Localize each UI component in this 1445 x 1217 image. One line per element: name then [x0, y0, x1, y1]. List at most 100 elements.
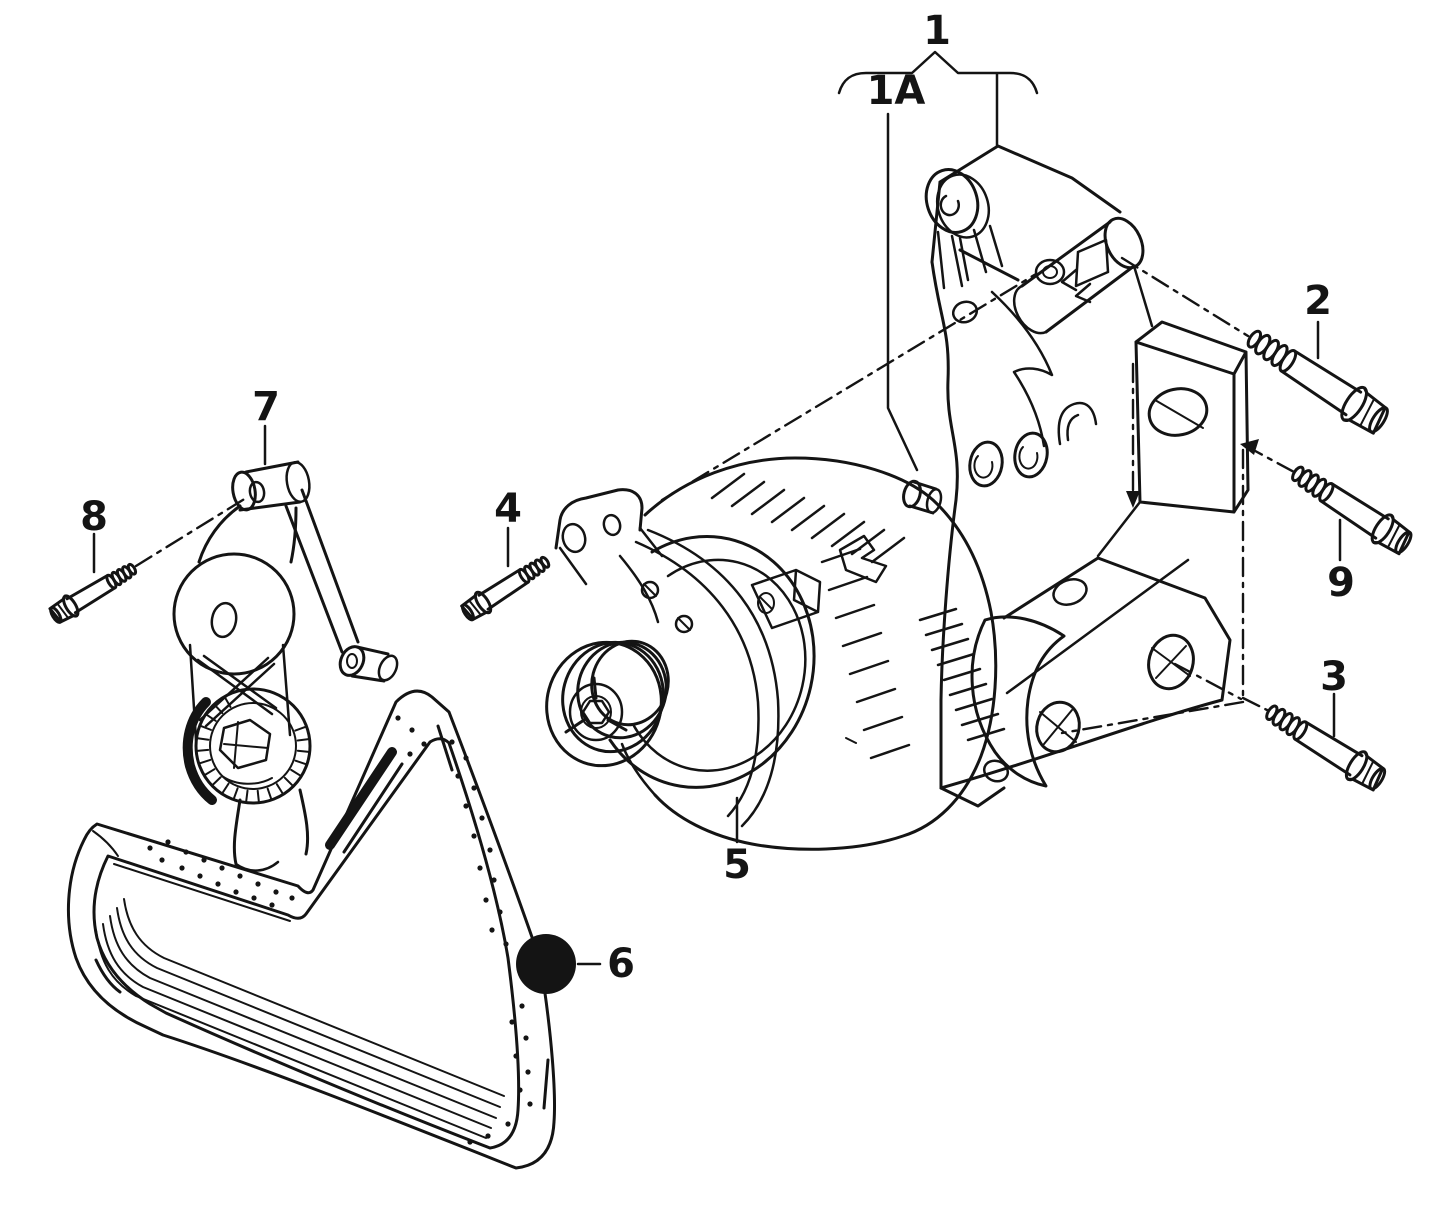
- wheel-rib-tick: [203, 768, 216, 776]
- belt-edge-double-line: [113, 863, 291, 922]
- bracket-crosshole: [1035, 700, 1081, 754]
- belt-dot: [215, 881, 221, 887]
- callout-6-dot-marker: [516, 934, 576, 994]
- belt-dot: [165, 839, 171, 845]
- alternator-cooling-fins: [710, 472, 1006, 760]
- belt-dot: [219, 865, 225, 871]
- tensioner-boss-cap: [231, 470, 257, 512]
- belt-shading: [325, 747, 397, 850]
- wheel-rib-tick: [224, 696, 232, 709]
- tensioner-lower-boss-cap: [377, 654, 399, 682]
- belt-dot: [471, 785, 477, 791]
- belt-dot: [519, 1003, 525, 1009]
- callout-6-label: 6: [607, 941, 635, 987]
- bracket-u-slot: [1057, 401, 1098, 446]
- bracket-lower-plate: [939, 556, 1232, 790]
- belt-dot: [201, 857, 207, 863]
- fin-right: [930, 637, 970, 652]
- callouts: 1 1A 2 3 4 5 6 7 8 9: [80, 8, 1355, 994]
- belt-dot: [179, 865, 185, 871]
- bracket-oval-boss: [968, 440, 1004, 488]
- wheel-rib-tick: [213, 704, 224, 715]
- bracket-crosshole-mark: [1151, 645, 1191, 679]
- tensioner-wheel-ribs: [196, 696, 310, 803]
- belt-outer-edge: [66, 689, 556, 1170]
- belt-dot: [491, 877, 497, 883]
- alternator-terminal-stud: [757, 592, 775, 614]
- tensioner-hub-facets: [218, 718, 272, 770]
- wheel-rib-tick: [294, 725, 307, 732]
- fin-top: [710, 472, 746, 500]
- belt-dot: [487, 847, 493, 853]
- bracket-oval-boss-hole: [973, 455, 994, 479]
- bracket-web-left-edge: [930, 260, 959, 790]
- wheel-rib-tick: [211, 776, 222, 786]
- wheel-rib-tick: [296, 738, 310, 742]
- fin-top: [790, 504, 826, 532]
- bracket-top-plate: [930, 144, 1122, 282]
- alternator-rear-block: [838, 534, 888, 584]
- fin-top: [750, 488, 786, 516]
- alternator-face-screw: [677, 617, 691, 631]
- fin-top: [730, 480, 766, 508]
- tensioner-wheel-rim: [194, 687, 312, 805]
- belt-dot: [251, 895, 257, 901]
- bracket-prong: [936, 224, 1004, 290]
- tensioner-top-boss: [238, 460, 302, 512]
- bracket-boss-hole: [1147, 387, 1209, 437]
- callout-9-label: 9: [1327, 560, 1355, 606]
- belt-dot: [237, 873, 243, 879]
- tensioner-lower-hole: [346, 653, 358, 669]
- belt-rib: [109, 915, 497, 1119]
- wheel-rib-tick: [196, 737, 210, 741]
- belt-dot: [455, 773, 461, 779]
- belt-dot: [409, 727, 415, 733]
- wheel-rib-tick: [266, 787, 273, 800]
- alternator-pulley-spoke: [564, 676, 628, 734]
- fin-right: [942, 667, 982, 682]
- alternator-front-rim-inner: [632, 558, 807, 772]
- belt-dot: [269, 902, 275, 908]
- belt-dot: [395, 715, 401, 721]
- wheel-rib-tick: [296, 749, 310, 753]
- bracket-ear-hole: [982, 759, 1010, 783]
- wheel-rib-tick: [232, 787, 239, 800]
- bracket-lobe-cutout: [990, 290, 1054, 448]
- belt-dot: [449, 739, 455, 745]
- bracket-bottom-ear: [939, 786, 1006, 808]
- bracket-mid-ear-boss: [1052, 578, 1088, 606]
- wheel-rib-tick: [275, 783, 284, 795]
- belt-dot: [513, 1053, 519, 1059]
- bracket-oval-boss-hole: [1018, 446, 1039, 470]
- bracket-square-boss: [1134, 320, 1250, 514]
- belt-dot: [489, 927, 495, 933]
- belt-dot: [273, 889, 279, 895]
- belt-dot: [255, 881, 261, 887]
- callout-8-label: 8: [80, 494, 108, 540]
- fin-top: [770, 496, 806, 524]
- bracket-chevron-mark: [1060, 268, 1092, 304]
- axis-bracket-alternator: [660, 272, 1038, 502]
- belt-dot: [233, 889, 239, 895]
- bracket-ring-hole: [1034, 258, 1066, 286]
- bracket-c-cutout: [970, 615, 1066, 788]
- alternator-terminal-stud: [759, 596, 773, 610]
- belt-dot: [479, 815, 485, 821]
- callout-5-label: 5: [723, 842, 751, 888]
- belt-dot: [159, 857, 165, 863]
- belt-rib: [95, 929, 487, 1139]
- belt-rib: [123, 898, 505, 1097]
- tensioner-bolt-hole: [248, 480, 266, 504]
- alternator-body: [643, 456, 998, 851]
- tensioner-pulley: [172, 552, 296, 676]
- fin-rear: [855, 687, 897, 704]
- fin-rear: [862, 715, 904, 732]
- callout-1-label: 1: [923, 8, 951, 54]
- alternator-ear-hole: [561, 522, 587, 554]
- fin-right: [918, 607, 958, 622]
- alternator-face-screw: [643, 583, 657, 597]
- axis-hole-a: [1060, 700, 1245, 735]
- tensioner-wheel-inner: [209, 702, 297, 790]
- fin-top: [870, 536, 906, 564]
- belt-dot: [485, 1133, 491, 1139]
